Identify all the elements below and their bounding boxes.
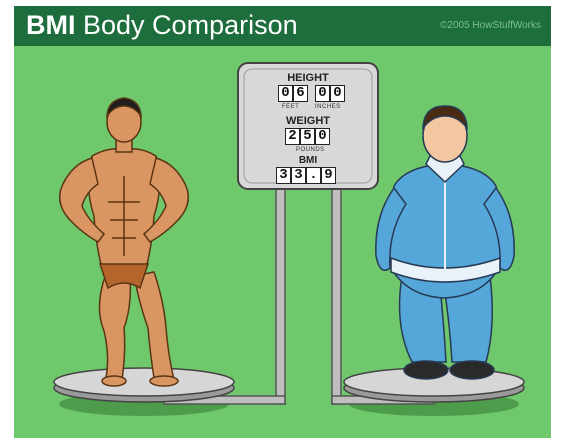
- title-banner: BMI Body Comparison ©2005 HowStuffWorks: [14, 6, 551, 46]
- height-inches-digit: 0: [330, 85, 345, 102]
- illustration-frame: BMI Body Comparison ©2005 HowStuffWorks …: [14, 6, 551, 438]
- overweight-man-figure: [376, 106, 514, 379]
- height-feet-digit: 0: [278, 85, 293, 102]
- bmi-digit: 9: [321, 167, 336, 184]
- title-bold-text: BMI: [26, 10, 76, 40]
- bmi-digit: 3: [291, 167, 306, 184]
- page-title: BMI Body Comparison: [26, 10, 298, 41]
- pounds-label: POUNDS: [296, 147, 325, 153]
- height-feet-digit: 6: [293, 85, 308, 102]
- weight-digit: 5: [300, 128, 315, 145]
- weight-digit: 0: [315, 128, 330, 145]
- weight-label: WEIGHT: [238, 115, 378, 127]
- left-scale-platform: [54, 368, 234, 402]
- height-label: HEIGHT: [238, 72, 378, 84]
- height-inches-digit: 0: [315, 85, 330, 102]
- inches-label: INCHES: [315, 104, 341, 110]
- feet-label: FEET: [282, 104, 299, 110]
- scale-readout: HEIGHT 0 6 0 0 FEET INCHES WEIGHT 2 5 0 …: [238, 63, 378, 189]
- bmi-digit: 3: [276, 167, 291, 184]
- bmi-label: BMI: [238, 155, 378, 166]
- bodybuilder-figure: [60, 98, 189, 386]
- title-rest-text: Body Comparison: [83, 10, 298, 40]
- copyright-text: ©2005 HowStuffWorks: [440, 20, 541, 31]
- weight-digit: 2: [285, 128, 300, 145]
- bmi-digit: .: [306, 167, 321, 184]
